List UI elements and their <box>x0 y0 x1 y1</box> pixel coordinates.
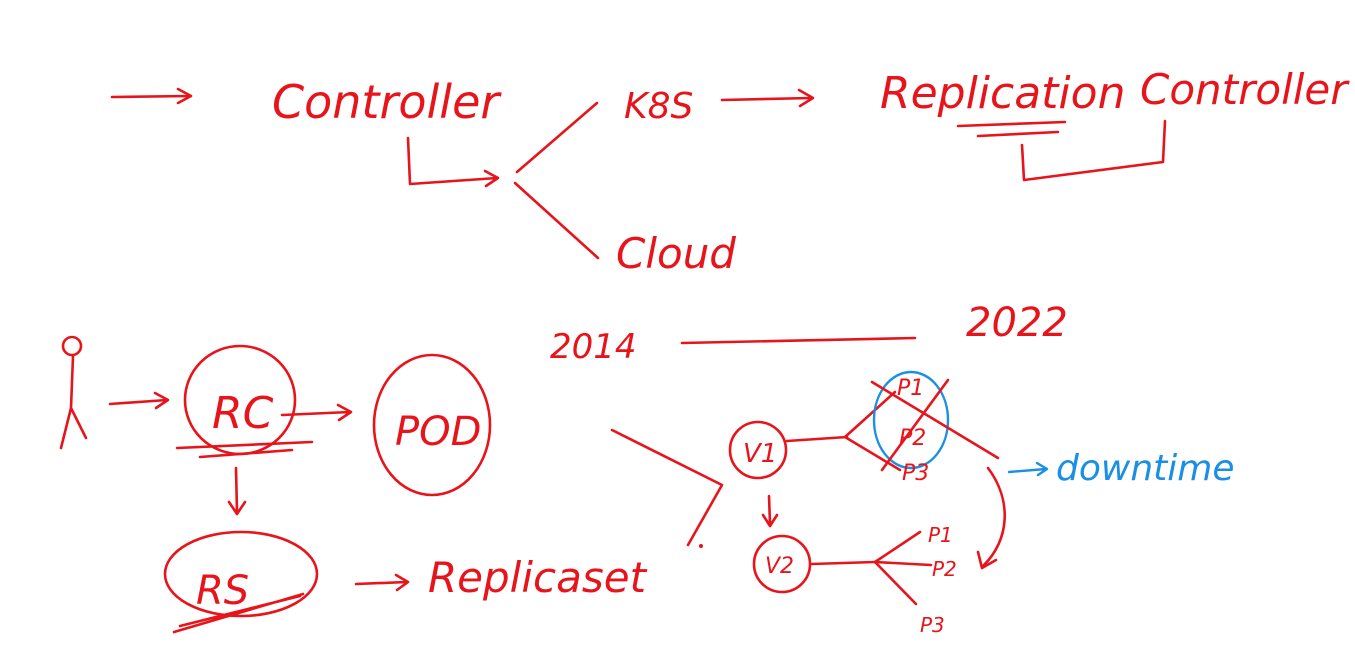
year-end-text: 2022 <box>966 300 1068 346</box>
rollover-curve-arrow <box>976 466 1007 570</box>
user-to-rc-arrow <box>108 391 170 410</box>
year-start-text: 2014 <box>550 327 637 367</box>
replication-controller-bracket <box>1020 119 1167 182</box>
v2-pod-3: P3 <box>920 613 945 637</box>
v2-pod-2: P2 <box>932 557 957 581</box>
downtime-text: downtime <box>1056 448 1234 489</box>
replication-underline <box>956 120 1067 138</box>
rs-strike <box>172 592 305 634</box>
rs-text: RS <box>196 568 249 614</box>
cloud-text: Cloud <box>616 229 736 278</box>
replication-text: Replication <box>880 68 1125 119</box>
v1-text: V1 <box>743 439 777 469</box>
v2-text: V2 <box>765 554 794 579</box>
ink-dot <box>699 544 703 548</box>
v1-to-pods-line <box>785 435 849 443</box>
rs-circle <box>163 530 319 618</box>
pod-circle <box>372 353 492 497</box>
rc-to-rs-arrow <box>227 466 247 516</box>
v1-fan-down <box>843 435 902 472</box>
v1-circle <box>728 420 788 480</box>
v1-pod-3: P3 <box>902 461 929 486</box>
pod-text: POD <box>395 409 481 455</box>
controller-text: Controller <box>272 75 502 129</box>
v1-fan-up <box>843 390 897 439</box>
v1-to-v2-arrow <box>761 494 779 528</box>
rc-to-pod-arrow <box>280 403 353 422</box>
timeline-line <box>680 336 917 345</box>
v2-circle <box>752 534 812 594</box>
k8s-text: K8S <box>624 86 693 127</box>
v1-pod-1: P1 <box>897 376 924 401</box>
v1-pods-strike <box>870 378 1000 472</box>
k8s-arrow <box>720 88 815 108</box>
rc-text: RC <box>212 388 274 439</box>
rs-to-replicaset-arrow <box>354 573 410 592</box>
v2-fan <box>873 530 933 606</box>
rc-underline <box>175 440 314 459</box>
replicaset-text: Replicaset <box>428 553 648 602</box>
controller-branch-arrow <box>406 136 500 188</box>
downtime-arrow <box>1007 461 1049 477</box>
controller-right-text: Controller <box>1140 65 1350 114</box>
highlight-circle <box>872 370 950 470</box>
v2-to-pods-line <box>810 560 877 566</box>
split-line-down <box>513 181 600 260</box>
deploy-connector-stroke <box>610 428 724 547</box>
user-stick-figure <box>59 335 88 450</box>
leading-arrow <box>110 87 193 105</box>
split-line-up <box>515 101 599 174</box>
v2-pod-1: P1 <box>928 523 953 547</box>
